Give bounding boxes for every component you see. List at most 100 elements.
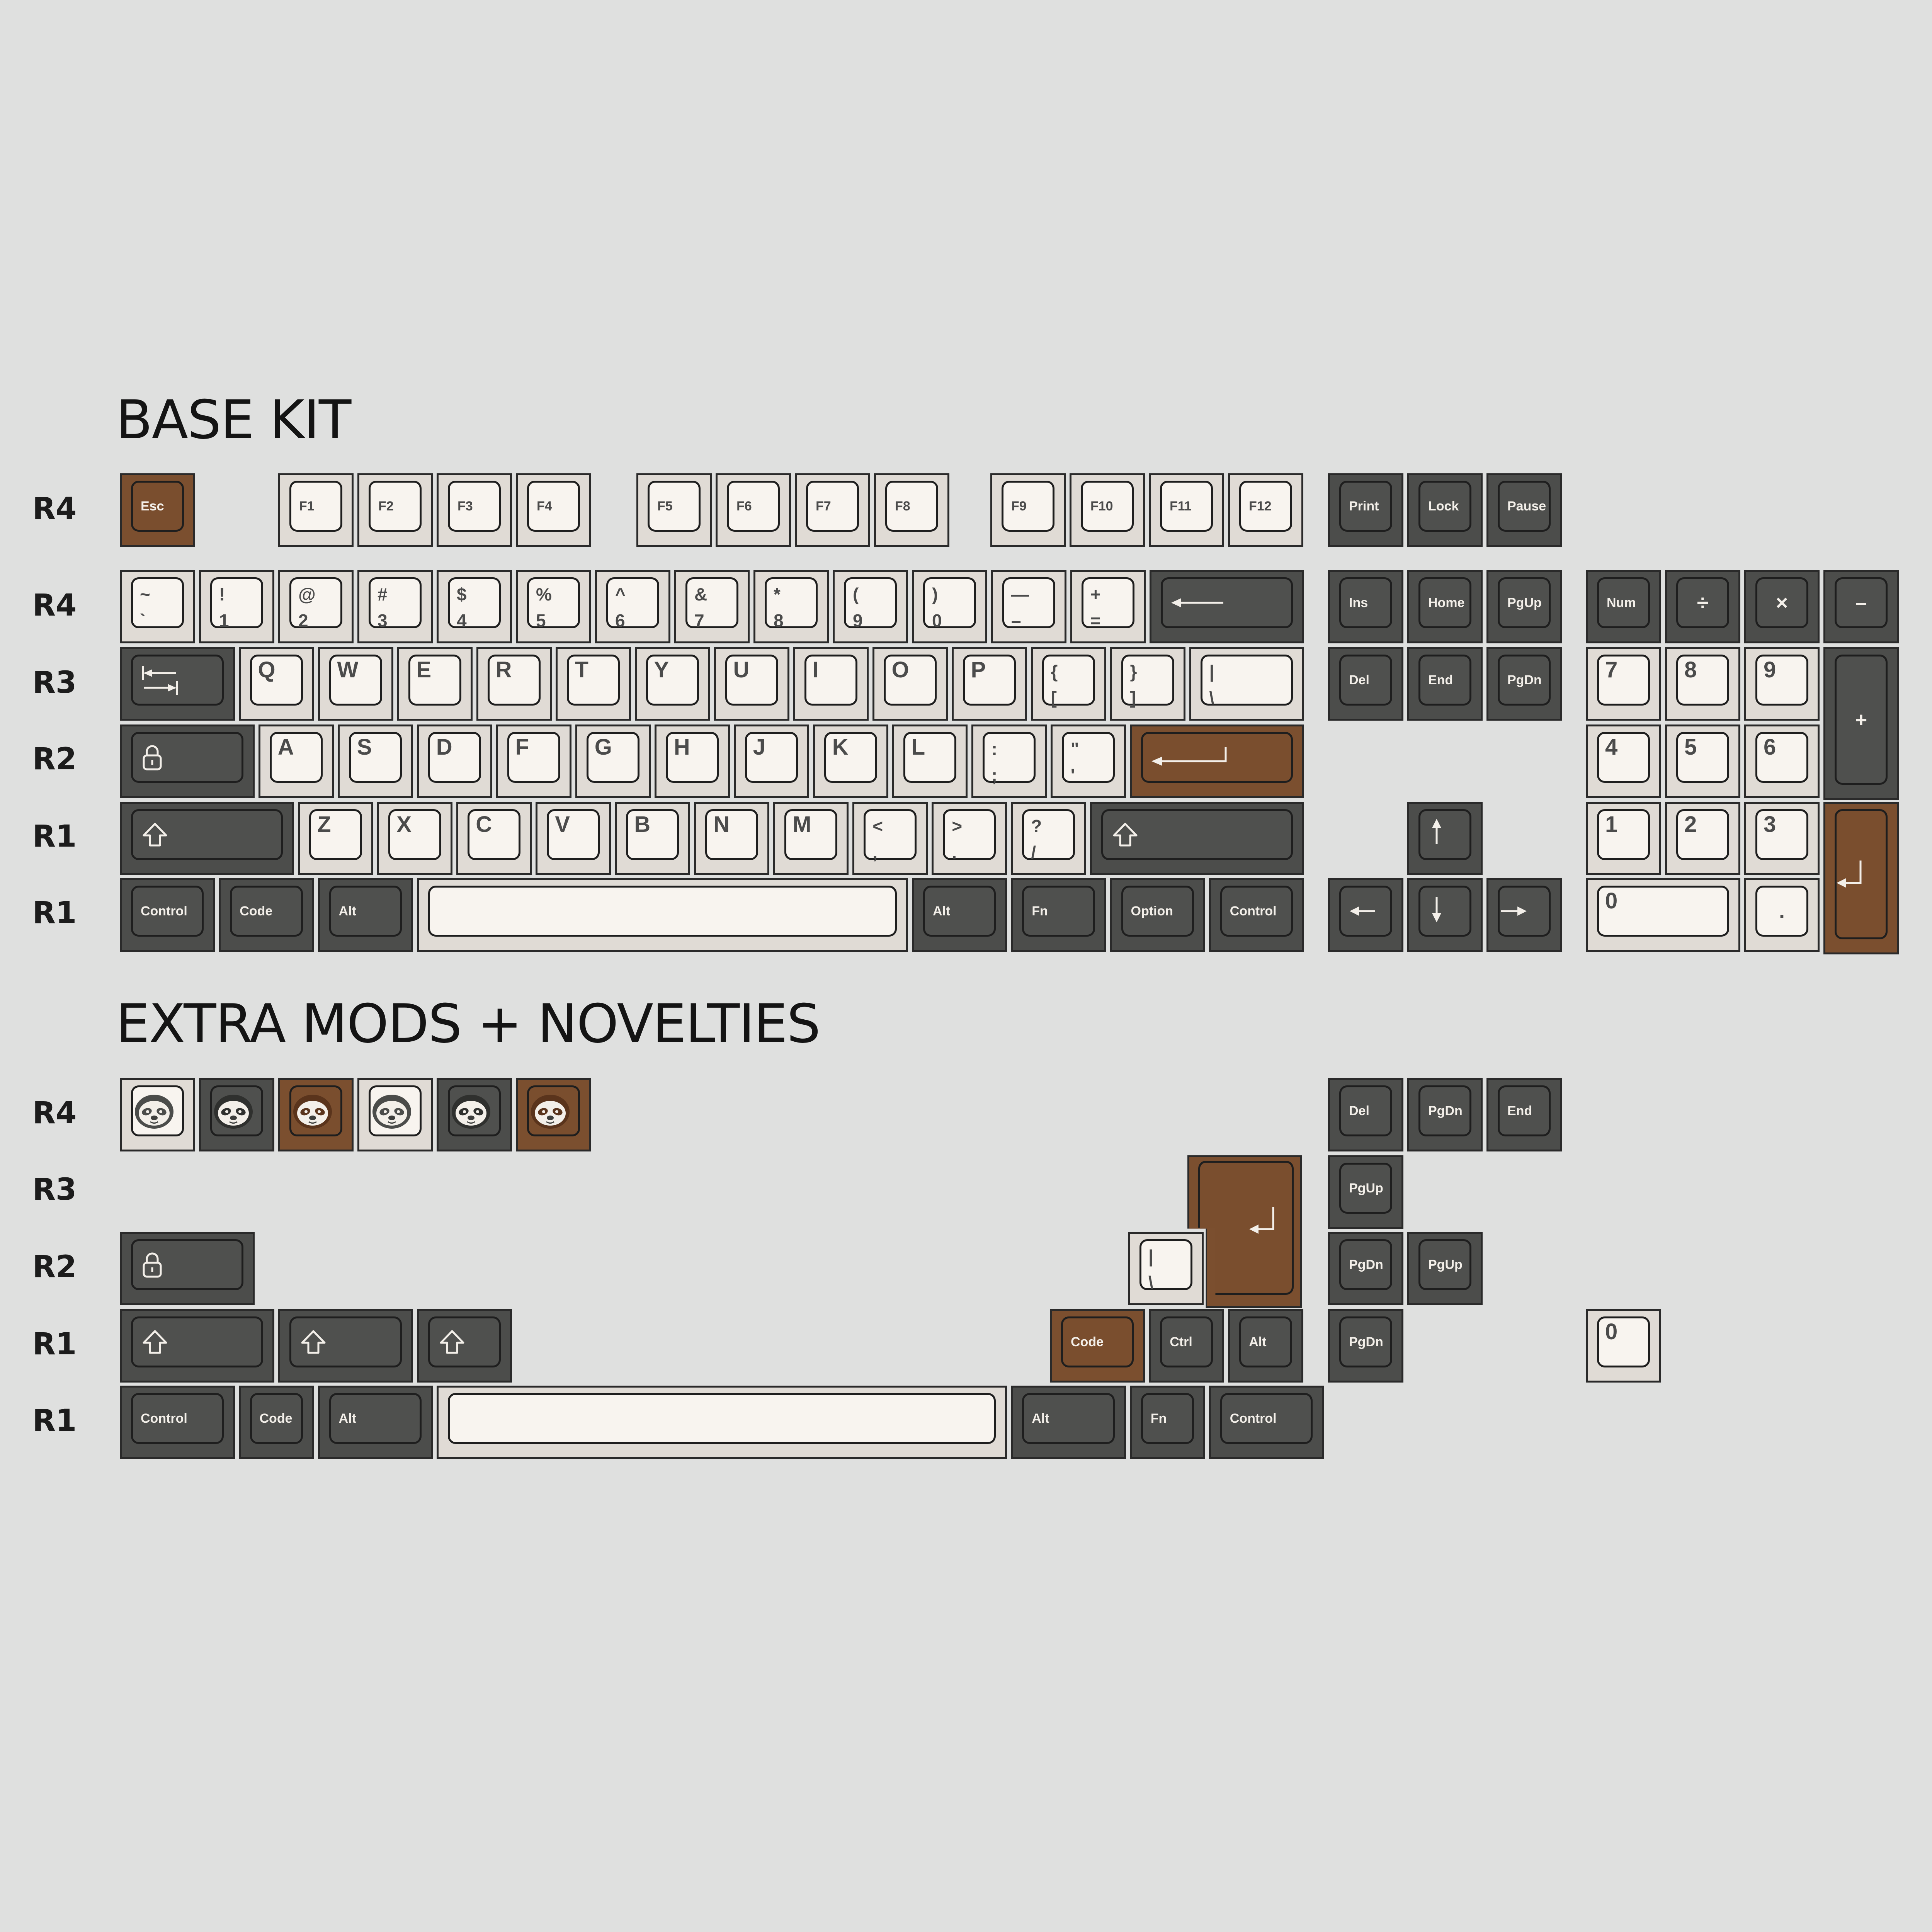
key-letter[interactable]: M (773, 802, 849, 875)
key-numpad-zero[interactable]: 0 (1586, 1309, 1661, 1383)
key-modifier[interactable]: Alt (318, 1386, 433, 1459)
key-nav-0[interactable]: PgUp (1328, 1155, 1403, 1229)
key-letter[interactable]: G (575, 724, 651, 798)
key-f5[interactable]: F5 (636, 473, 712, 547)
key-f6[interactable]: F6 (716, 473, 791, 547)
key-number-0[interactable]: ~` (120, 570, 195, 643)
key-letter[interactable]: X (377, 802, 453, 875)
key-novelty[interactable] (357, 1078, 433, 1151)
key-novelty[interactable] (199, 1078, 274, 1151)
key-letter[interactable]: W (318, 647, 393, 721)
key-f3[interactable]: F3 (437, 473, 512, 547)
key-letter[interactable]: R (476, 647, 552, 721)
key-letter[interactable]: T (555, 647, 631, 721)
key-numpad-plus[interactable]: + (1823, 647, 1899, 800)
key-quote[interactable]: "' (1050, 724, 1126, 798)
key-caps-lock[interactable] (120, 1232, 255, 1305)
key-numpad-digit[interactable]: 1 (1586, 802, 1661, 875)
key-numpad-digit[interactable]: 3 (1744, 802, 1820, 875)
key-number-12[interactable]: += (1070, 570, 1146, 643)
key-modifier[interactable]: Code (219, 878, 314, 952)
key-f2[interactable]: F2 (357, 473, 433, 547)
key-punct[interactable]: <, (852, 802, 928, 875)
key-backslash[interactable]: |\ (1128, 1232, 1204, 1305)
key-nav-2[interactable]: PgUp (1486, 570, 1562, 643)
key-number-7[interactable]: &7 (674, 570, 750, 643)
key-f11[interactable]: F11 (1149, 473, 1224, 547)
key-letter[interactable]: Y (634, 647, 710, 721)
key-nav-1[interactable]: Lock (1407, 473, 1483, 547)
key-modifier[interactable]: Alt (318, 878, 413, 952)
key-modifier[interactable]: Code (238, 1386, 314, 1459)
key-nav-1[interactable]: Home (1407, 570, 1483, 643)
key-backspace[interactable] (1150, 570, 1304, 643)
key-numpad-zero[interactable]: 0 (1586, 878, 1740, 952)
key-shift[interactable] (417, 1309, 512, 1383)
key-numpad-digit[interactable]: 8 (1665, 647, 1740, 721)
key-f8[interactable]: F8 (874, 473, 949, 547)
key-nav-2[interactable]: Pause (1486, 473, 1562, 547)
key-number-9[interactable]: (9 (833, 570, 908, 643)
key-numpad-1[interactable]: ÷ (1665, 570, 1740, 643)
key-bracket-right[interactable]: }] (1110, 647, 1185, 721)
key-numpad-digit[interactable]: 2 (1665, 802, 1740, 875)
key-punct[interactable]: ?/ (1011, 802, 1087, 875)
key-modifier[interactable]: Control (120, 1386, 235, 1459)
key-letter[interactable]: K (813, 724, 888, 798)
key-number-6[interactable]: ^6 (595, 570, 670, 643)
key-numpad-3[interactable]: – (1823, 570, 1899, 643)
key-punct[interactable]: >. (932, 802, 1007, 875)
key-number-10[interactable]: )0 (912, 570, 987, 643)
key-enter[interactable] (1129, 724, 1304, 798)
key-arrow-down[interactable] (1407, 878, 1483, 952)
key-number-8[interactable]: *8 (753, 570, 829, 643)
key-arrow-left[interactable] (1328, 878, 1403, 952)
key-letter[interactable]: C (456, 802, 532, 875)
key-f4[interactable]: F4 (516, 473, 591, 547)
key-letter[interactable]: U (714, 647, 789, 721)
key-number-1[interactable]: !1 (199, 570, 274, 643)
key-f9[interactable]: F9 (990, 473, 1066, 547)
key-novelty[interactable] (278, 1078, 354, 1151)
key-escape[interactable]: Esc (120, 473, 195, 547)
key-modifier[interactable]: Control (1209, 878, 1304, 952)
key-ctrl[interactable]: Ctrl (1149, 1309, 1225, 1383)
key-f10[interactable]: F10 (1070, 473, 1145, 547)
key-number-11[interactable]: —– (991, 570, 1066, 643)
key-letter[interactable]: O (872, 647, 948, 721)
key-semicolon[interactable]: :; (971, 724, 1047, 798)
key-letter[interactable]: D (417, 724, 492, 798)
key-nav-1[interactable]: End (1407, 647, 1483, 721)
key-nav-0[interactable]: Ins (1328, 570, 1403, 643)
key-letter[interactable]: L (892, 724, 968, 798)
key-caps-lock[interactable] (120, 724, 255, 798)
key-alt[interactable]: Alt (1228, 1309, 1304, 1383)
key-f7[interactable]: F7 (795, 473, 870, 547)
key-shift-right[interactable] (1090, 802, 1304, 875)
key-nav-0[interactable]: Del (1328, 647, 1403, 721)
key-numpad-enter[interactable] (1823, 802, 1899, 954)
key-spacebar[interactable] (437, 1386, 1007, 1459)
key-shift-left[interactable] (120, 802, 294, 875)
key-numpad-decimal[interactable]: . (1744, 878, 1820, 952)
key-numpad-digit[interactable]: 6 (1744, 724, 1820, 798)
key-number-2[interactable]: @2 (278, 570, 354, 643)
key-novelty[interactable] (516, 1078, 591, 1151)
key-numpad-0[interactable]: Num (1586, 570, 1661, 643)
key-letter[interactable]: S (337, 724, 413, 798)
key-letter[interactable]: E (397, 647, 473, 721)
key-modifier[interactable]: Fn (1011, 878, 1106, 952)
key-letter[interactable]: A (258, 724, 334, 798)
key-nav-1[interactable]: PgUp (1407, 1232, 1483, 1305)
key-modifier[interactable]: Alt (1011, 1386, 1126, 1459)
key-nav-0[interactable]: PgDn (1328, 1309, 1403, 1383)
key-tab[interactable] (120, 647, 235, 721)
key-letter[interactable]: V (536, 802, 611, 875)
key-letter[interactable]: I (793, 647, 869, 721)
key-numpad-2[interactable]: × (1744, 570, 1820, 643)
key-novelty[interactable] (437, 1078, 512, 1151)
key-f1[interactable]: F1 (278, 473, 354, 547)
key-iso-enter[interactable] (1187, 1155, 1302, 1308)
key-nav-1[interactable]: PgDn (1407, 1078, 1483, 1151)
key-nav-0[interactable]: Print (1328, 473, 1403, 547)
